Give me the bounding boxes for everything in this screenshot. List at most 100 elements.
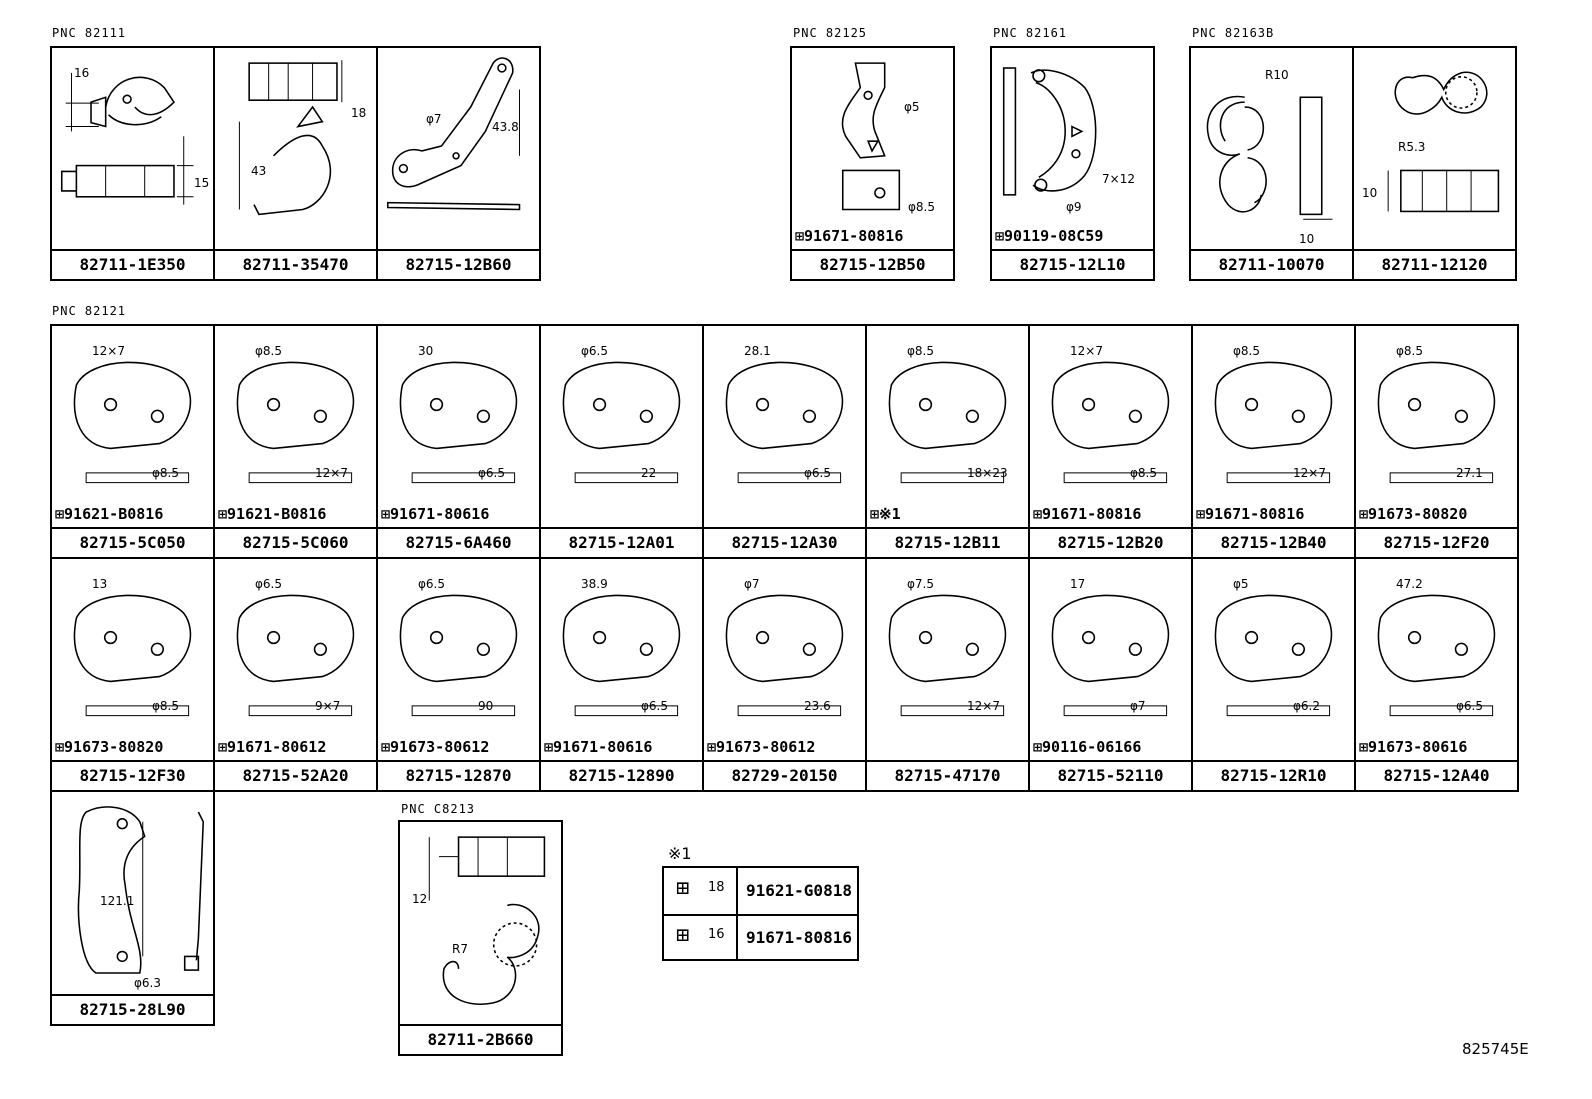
dim-label: 10: [1362, 186, 1378, 200]
dim-label: φ6.3: [134, 976, 161, 990]
note-mark: ※1: [668, 844, 692, 863]
part-number: 82715-12A40: [1356, 760, 1517, 790]
bracket-drawing: [1030, 559, 1191, 760]
dim-label: 38.9: [581, 577, 608, 591]
part-cell-82715-12b60[interactable]: φ7 43.8 82715-12B60: [376, 46, 541, 281]
part-number: 82715-52A20: [215, 760, 376, 790]
part-number: 82711-10070: [1191, 249, 1352, 279]
dim-label: 43.8: [492, 120, 519, 134]
bolt-part-number: ⊞91673-80612: [381, 738, 490, 756]
part-cell-82711-35470[interactable]: 18 43 82711-35470: [213, 46, 378, 281]
dim-label: φ7: [426, 112, 442, 126]
dim-label: φ7.5: [907, 577, 934, 591]
note-code: 91621-G0818: [736, 868, 857, 914]
bolt-part-number: ⊞91621-B0816: [55, 505, 164, 523]
dim-label: φ8.5: [1130, 466, 1157, 480]
part-number: 82715-12870: [378, 760, 539, 790]
bolt-icon: ⊞: [381, 505, 391, 523]
bracket-drawing: [378, 326, 539, 527]
part-number: 82711-35470: [215, 249, 376, 279]
bolt-icon: ⊞: [676, 923, 690, 948]
dim-label: R5.3: [1398, 140, 1426, 154]
part-cell[interactable]: 47.2 φ6.5 ⊞91673-80616 82715-12A40: [1354, 557, 1519, 792]
bolt-icon: ⊞: [995, 227, 1005, 245]
part-cell-82711-12120[interactable]: R5.3 10 82711-12120: [1352, 46, 1517, 281]
dim-label: φ8.5: [152, 466, 179, 480]
part-cell-82715-12b50[interactable]: φ5 φ8.5 ⊞91671-80816 82715-12B50: [790, 46, 955, 281]
dim-label: 90: [478, 699, 494, 713]
dim-label: 27.1: [1456, 466, 1483, 480]
dim-label: φ6.5: [1456, 699, 1483, 713]
dim-label: 28.1: [744, 344, 771, 358]
part-cell-82711-1e350[interactable]: 16 15 82711-1E350: [50, 46, 215, 281]
part-cell-82711-10070[interactable]: R10 10 82711-10070: [1189, 46, 1354, 281]
dim-label: 18: [351, 106, 367, 120]
part-cell-82715-28l90[interactable]: 121.1 φ6.3 82715-28L90: [50, 790, 215, 1026]
bolt-icon: ⊞: [218, 738, 228, 756]
part-number: 82715-12890: [541, 760, 702, 790]
pnc-label-82111: PNC 82111: [52, 26, 127, 40]
dim-label: 16: [74, 66, 90, 80]
part-number: 82715-12B50: [792, 249, 953, 279]
clip-drawing: [400, 822, 561, 1024]
note-table: ⊞ 18 91621-G0818 ⊞ 16 91671-80816: [662, 866, 859, 961]
part-number: 82715-12B20: [1030, 527, 1191, 557]
bracket-drawing: [215, 326, 376, 527]
part-cell[interactable]: φ6.522⊞82715-12A01: [539, 324, 704, 559]
part-cell[interactable]: 28.1φ6.5⊞82715-12A30: [702, 324, 867, 559]
part-number: 82715-12B60: [378, 249, 539, 279]
bolt-icon: ⊞: [870, 505, 880, 523]
dim-label: 43: [251, 164, 267, 178]
bracket-drawing: [52, 559, 213, 760]
bolt-part-number: ⊞91671-80816: [795, 227, 904, 245]
bolt-icon: ⊞: [1196, 505, 1206, 523]
dim-label: φ8.5: [152, 699, 179, 713]
part-number: 82729-20150: [704, 760, 865, 790]
bracket-drawing: [704, 559, 865, 760]
dim-label: φ8.5: [1396, 344, 1423, 358]
part-number: 82715-12B11: [867, 527, 1028, 557]
dim-label: φ6.5: [804, 466, 831, 480]
part-number: 82715-12A01: [541, 527, 702, 557]
bracket-drawing: [992, 48, 1153, 249]
pnc-label-82163b: PNC 82163B: [1192, 26, 1275, 40]
part-number: 82711-1E350: [52, 249, 213, 279]
bracket-drawing: [1356, 559, 1517, 760]
part-number: 82715-5C050: [52, 527, 213, 557]
part-cell[interactable]: φ7.512×7⊞82715-47170: [865, 557, 1030, 792]
part-cell-82715-12l10[interactable]: 7×12 φ9 ⊞90119-08C59 82715-12L10: [990, 46, 1155, 281]
part-number: 82715-47170: [867, 760, 1028, 790]
dim-label: 23.6: [804, 699, 831, 713]
bolt-icon: ⊞: [1359, 505, 1369, 523]
dim-label: φ8.5: [907, 344, 934, 358]
bolt-part-number: ⊞91671-80612: [218, 738, 327, 756]
part-cell-82711-2b660[interactable]: 12 R7 82711-2B660: [398, 820, 563, 1056]
pnc-label-82161: PNC 82161: [993, 26, 1068, 40]
clip-drawing: [215, 48, 376, 249]
bolt-part-number: ⊞91673-80616: [1359, 738, 1468, 756]
dim-label: 22: [641, 466, 657, 480]
bolt-part-number: ⊞91673-80820: [55, 738, 164, 756]
note-code: 91671-80816: [736, 915, 857, 961]
dim-label: 30: [418, 344, 434, 358]
dim-label: 47.2: [1396, 577, 1423, 591]
dim-label: 12: [412, 892, 428, 906]
bracket-drawing: [867, 326, 1028, 527]
bracket-drawing: [541, 559, 702, 760]
dim-label: 121.1: [100, 894, 135, 908]
note-row: ⊞ 16 91671-80816: [664, 915, 857, 961]
